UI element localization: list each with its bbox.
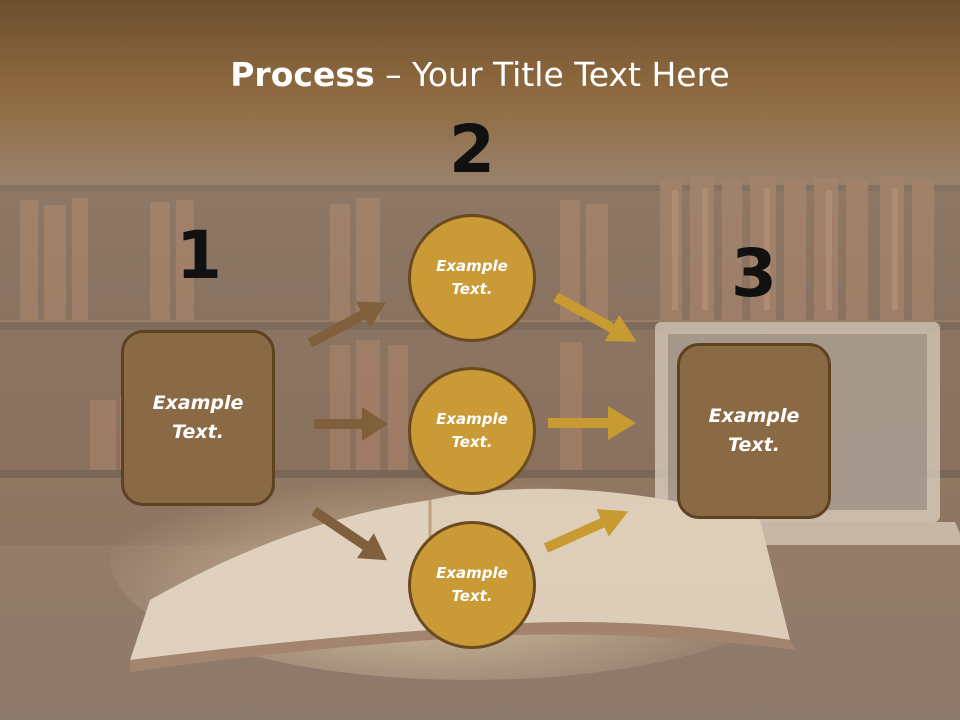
title-rest: – Your Title Text Here bbox=[374, 55, 730, 94]
arrow-box1-to-bottom bbox=[311, 506, 387, 561]
step-1-box: Example Text. bbox=[121, 330, 275, 506]
step-number-3: 3 bbox=[731, 235, 777, 312]
arrow-top-to-box3 bbox=[553, 292, 637, 342]
step-number-1: 1 bbox=[176, 217, 222, 294]
slide-title: Process – Your Title Text Here bbox=[0, 52, 960, 98]
arrow-middle-to-box3 bbox=[548, 406, 636, 440]
step-2-circle-top: Example Text. bbox=[408, 214, 536, 342]
arrow-bottom-to-box3 bbox=[543, 509, 629, 553]
step-2-circle-middle: Example Text. bbox=[408, 367, 536, 495]
step-3-box: Example Text. bbox=[677, 343, 831, 519]
step-2-circle-bottom: Example Text. bbox=[408, 521, 536, 649]
arrow-box1-to-middle bbox=[314, 407, 388, 441]
arrow-box1-to-top bbox=[307, 301, 386, 348]
title-bold: Process bbox=[230, 55, 375, 94]
step-number-2: 2 bbox=[449, 111, 495, 188]
